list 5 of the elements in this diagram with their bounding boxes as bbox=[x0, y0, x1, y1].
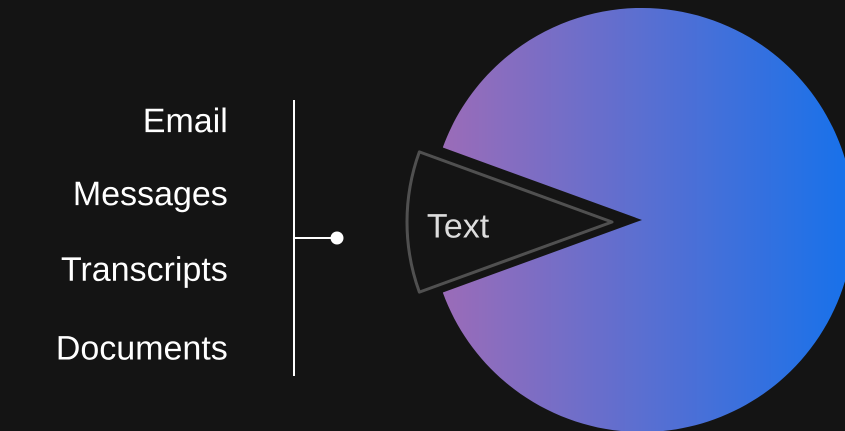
list-item: Documents bbox=[58, 336, 227, 360]
pie-slice: Text bbox=[406, 150, 614, 294]
list-item: Email bbox=[146, 108, 226, 132]
list-item: Messages bbox=[76, 182, 227, 212]
list-item: Transcripts bbox=[62, 256, 227, 288]
